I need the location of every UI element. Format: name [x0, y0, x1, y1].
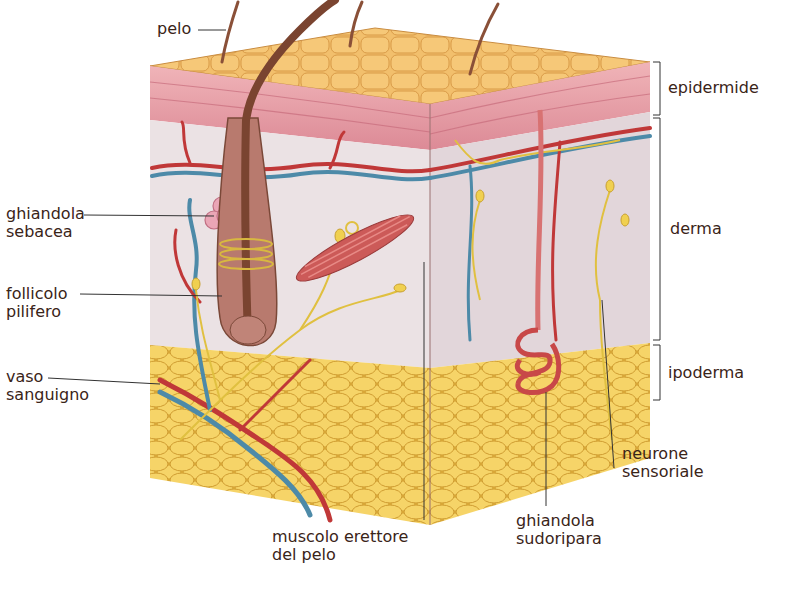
block-edge: [430, 104, 431, 525]
hair: [222, 2, 498, 74]
sweat-duct: [538, 110, 541, 330]
hair-shaft: [245, 0, 335, 338]
hypodermis-front: [150, 345, 430, 525]
hair-bulb: [230, 316, 266, 344]
leader-line: [48, 30, 614, 520]
part-label: pelo: [157, 20, 197, 38]
part-label: derma: [670, 220, 790, 238]
epidermis-striation: [150, 76, 650, 134]
part-label: vaso sanguigno: [6, 368, 110, 405]
nerve-wrap: [219, 239, 273, 269]
sweat-gland: [517, 330, 558, 393]
dermis-front: [150, 120, 430, 368]
part-label: ghiandola sudoripara: [516, 512, 636, 549]
part-label: ghiandola sebacea: [6, 205, 116, 242]
part-label: follicolo pilifero: [6, 285, 116, 322]
arrector-muscle: [291, 206, 420, 291]
part-label: epidermide: [668, 79, 796, 97]
part-label: neurone sensoriale: [622, 445, 742, 482]
layer-bracket: [653, 62, 660, 400]
part-label: muscolo erettore del pelo: [272, 528, 412, 565]
part-label: ipoderma: [668, 364, 796, 382]
